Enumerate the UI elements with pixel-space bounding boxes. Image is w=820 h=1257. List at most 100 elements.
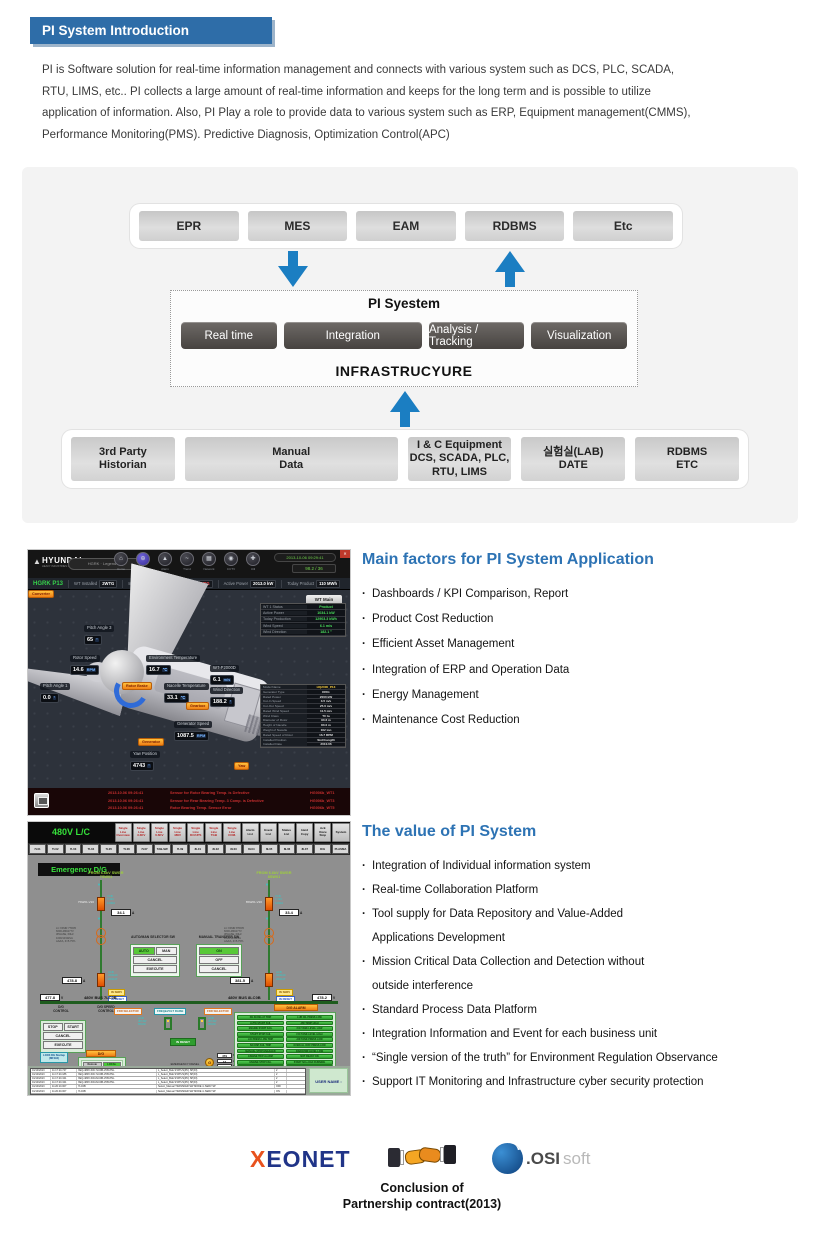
component-chip[interactable]: Rotor Brake bbox=[122, 682, 152, 691]
arrow-up-icon bbox=[390, 391, 420, 427]
feeder-code-button[interactable]: 7L05 bbox=[100, 844, 118, 854]
menu-button[interactable]: Single Line 480V bbox=[168, 823, 187, 842]
menu-button[interactable]: Hard Copy bbox=[296, 823, 314, 842]
menu-button[interactable]: Alarm List bbox=[241, 823, 259, 842]
menu-button[interactable]: Single Line 3.3KV bbox=[132, 823, 150, 842]
source-line2: Data bbox=[279, 459, 304, 471]
callout-pitch-angle-3: Pitch Angle 3 65° bbox=[84, 616, 115, 645]
component-chip[interactable]: Gearbox bbox=[186, 702, 210, 711]
stop-button[interactable]: STOP bbox=[43, 1023, 63, 1031]
menu-button[interactable]: Single Line 6.6KV bbox=[150, 823, 168, 842]
cancel-button[interactable]: CANCEL bbox=[199, 965, 239, 973]
nav-item[interactable]: ⌂ Home bbox=[112, 552, 130, 571]
menu-button[interactable]: Event List bbox=[259, 823, 277, 842]
feeder-code-button[interactable]: 8L07 bbox=[296, 844, 314, 854]
nav-item[interactable]: ◉ CCTV bbox=[222, 552, 240, 571]
acb-breaker-symbol bbox=[265, 973, 273, 987]
nav-circle-icon[interactable]: ▲ bbox=[158, 552, 172, 566]
feeder-code-button[interactable]: PLASMA bbox=[332, 844, 349, 854]
nav-circle-icon[interactable]: ⌂ bbox=[114, 552, 128, 566]
data-source-box: 실험실(LAB) DATE bbox=[521, 437, 626, 481]
alarm-chip: F/O TANK LEVEL LOW bbox=[286, 1026, 333, 1031]
nav-circle-icon[interactable]: ▦ bbox=[202, 552, 216, 566]
source-line1: RDBMS bbox=[666, 445, 708, 458]
table-row: Rated Wind Speed 11.5 m/s bbox=[261, 708, 345, 714]
table-row: Wind Direction 182.1 ° bbox=[261, 630, 345, 636]
feeder-code-button[interactable]: D/G bbox=[314, 844, 332, 854]
table-row: Cut-In Speed 3.5 m/s bbox=[261, 699, 345, 705]
handshake-icon bbox=[388, 1138, 456, 1178]
nav-circle-icon[interactable]: ⊕ bbox=[136, 552, 150, 566]
data-source-box: Manual Data bbox=[184, 437, 398, 481]
menu-button[interactable]: Status List bbox=[277, 823, 296, 842]
nav-label: Util bbox=[250, 567, 256, 571]
component-chip[interactable]: Converter bbox=[28, 590, 54, 599]
source-line2: Historian bbox=[99, 459, 147, 471]
table-row: Rated Speed of Rotor 16.7 RPM bbox=[261, 732, 345, 738]
menu-button[interactable]: Single Line DC/UPS bbox=[187, 823, 205, 842]
off-button[interactable]: OFF bbox=[199, 956, 239, 964]
feeder-code-button[interactable]: 8L02 bbox=[207, 844, 225, 854]
alarm-monitor-icon[interactable] bbox=[34, 793, 49, 808]
alarm-row: 2013.10.06 09:26:41 Rotor Bearing Temp. … bbox=[108, 806, 335, 811]
close-icon[interactable]: ✕ bbox=[340, 550, 350, 558]
auto-button[interactable]: AUTO bbox=[133, 947, 155, 955]
menu-button[interactable]: System bbox=[332, 823, 350, 842]
component-chip[interactable]: Yaw bbox=[234, 762, 250, 771]
nav-item[interactable]: ▦ Network bbox=[200, 552, 218, 571]
start-button[interactable]: START bbox=[63, 1023, 83, 1031]
feeder-code-button[interactable]: 7L01 bbox=[29, 844, 46, 854]
alarm-chip: L/O PRESS LOW TRIP bbox=[237, 1037, 284, 1043]
wind-pill: 98.2 / 36 bbox=[292, 564, 336, 573]
execute-button[interactable]: EXECUTE bbox=[43, 1041, 83, 1049]
intro-line: Performance Monitoring(PMS). Predictive … bbox=[42, 128, 450, 141]
source-line2: DCS, SCADA, PLC, RTU, LIMS bbox=[409, 452, 510, 478]
feeder-code-button[interactable]: 8L03 bbox=[225, 844, 242, 854]
cancel-button[interactable]: CANCEL bbox=[43, 1032, 83, 1040]
nav-item[interactable]: ▲ Alarm bbox=[156, 552, 174, 571]
wt-main-button[interactable]: WT Main bbox=[306, 595, 342, 605]
feeder-code-button[interactable]: 7L07 bbox=[135, 844, 153, 854]
feeder-code-button[interactable]: 8L01 bbox=[189, 844, 207, 854]
feeder-code-button[interactable]: 7L03 bbox=[64, 844, 82, 854]
section1-bullets: Dashboards / KPI Comparison, ReportProdu… bbox=[362, 582, 812, 733]
feeder-code-button[interactable]: TAB-SW bbox=[153, 844, 171, 854]
in-reset-green-chip: IN RESET bbox=[170, 1038, 196, 1046]
feeder-code-button[interactable]: 8L05 bbox=[260, 844, 278, 854]
nav-circle-icon[interactable]: ◉ bbox=[224, 552, 238, 566]
nav-circle-icon[interactable]: ✚ bbox=[246, 552, 260, 566]
component-chip[interactable]: Generator bbox=[138, 738, 165, 747]
bullet-item: Efficient Asset Management bbox=[362, 632, 812, 657]
feeder-code-button[interactable]: TL04 bbox=[82, 844, 100, 854]
nav-circle-icon[interactable]: ~ bbox=[180, 552, 194, 566]
vcb-breaker-symbol bbox=[265, 897, 273, 911]
menu-button[interactable]: Single Line COM. bbox=[223, 823, 241, 842]
feeder-code-button[interactable]: 8L06 bbox=[278, 844, 296, 854]
wt-spec-table: Model Name HQ2000_P13 Generator Type DFI… bbox=[260, 684, 346, 749]
feeder-code-button[interactable]: 7L09 bbox=[171, 844, 189, 854]
table-row: Installed Date 2010.06 bbox=[261, 742, 345, 748]
table-row: Rated Power 2000 kW bbox=[261, 694, 345, 700]
nav-item[interactable]: ✚ Util bbox=[244, 552, 262, 571]
intro-line: application of information. Also, PI Pla… bbox=[42, 107, 691, 119]
pi-module-box: Visualization bbox=[531, 322, 627, 349]
nav-label: Alarm bbox=[161, 567, 169, 571]
feeder-code-button[interactable]: TL06 bbox=[118, 844, 135, 854]
pi-module-box: Integration bbox=[283, 322, 422, 349]
hmi1-alarm-bar: 2013.10.06 09:26:41 Sensor for Rotor Bea… bbox=[28, 788, 350, 815]
feeder-code-button[interactable]: TL02 bbox=[46, 844, 64, 854]
menu-button[interactable]: Single Line Overview bbox=[114, 823, 132, 842]
nav-item[interactable]: ~ Trend bbox=[178, 552, 196, 571]
execute-button[interactable]: EXECUTE bbox=[133, 965, 177, 973]
table-row: Cut-Out Speed 25.0 m/s bbox=[261, 704, 345, 709]
menu-button[interactable]: Ack Voice Stop bbox=[314, 823, 332, 842]
cancel-button[interactable]: CANCEL bbox=[133, 956, 177, 964]
feeder-code-button[interactable]: 8L04 bbox=[242, 844, 260, 854]
menu-button[interactable]: Single Line TGB bbox=[205, 823, 223, 842]
man-button[interactable]: MAN bbox=[155, 947, 177, 955]
on-button[interactable]: ON bbox=[199, 947, 239, 955]
